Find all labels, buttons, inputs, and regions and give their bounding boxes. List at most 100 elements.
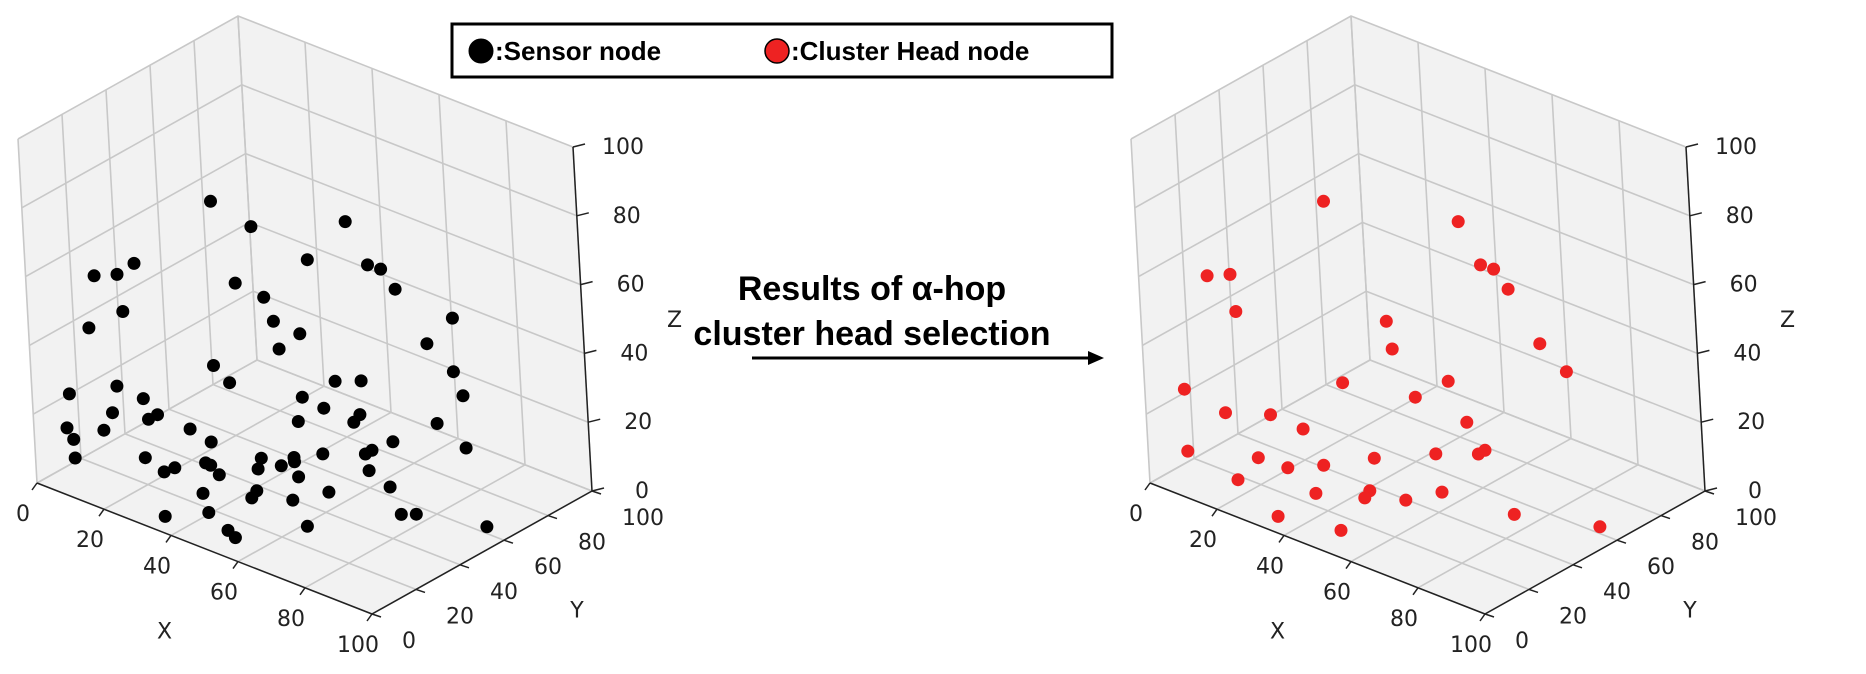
y-tick [1616, 539, 1627, 544]
data-point [1231, 473, 1245, 487]
data-point [446, 365, 460, 379]
gridline [1306, 40, 1662, 517]
data-point [361, 258, 374, 272]
data-point [1317, 194, 1330, 208]
x-tick [1144, 482, 1151, 491]
y-tick-label: 60 [534, 555, 562, 580]
data-point [1317, 458, 1331, 472]
data-point [60, 421, 74, 435]
y-tick [371, 613, 382, 618]
data-point [136, 392, 150, 406]
gridline [1174, 114, 1530, 591]
gridline [237, 15, 593, 492]
data-point [1471, 447, 1485, 461]
gridline [1218, 89, 1574, 566]
data-point [362, 464, 376, 478]
side-pane [1131, 16, 1370, 483]
data-point [1408, 390, 1422, 404]
y-tick-label: 60 [1647, 555, 1675, 580]
data-point [328, 374, 342, 388]
legend-sensor-marker [468, 38, 494, 64]
x-tick-label: 100 [1450, 633, 1492, 658]
x-tick-label: 0 [16, 502, 30, 527]
z-tick-label: 40 [1733, 341, 1761, 366]
gridline [105, 89, 461, 566]
back-pane [238, 16, 592, 491]
y-tick [1572, 564, 1583, 569]
data-point [291, 415, 305, 428]
y-tick [1660, 514, 1671, 520]
data-point [138, 451, 152, 465]
x-tick-label: 20 [1189, 528, 1217, 553]
z-tick-label: 80 [1726, 204, 1754, 229]
data-point [1200, 269, 1214, 283]
data-point [274, 459, 288, 473]
y-tick-label: 80 [578, 531, 606, 556]
data-point [1271, 509, 1285, 523]
x-tick [1479, 613, 1486, 622]
data-point [207, 359, 220, 372]
y-tick-label: 100 [622, 506, 664, 531]
gridline [149, 65, 505, 541]
data-point [266, 314, 280, 328]
y-axis-label: Y [569, 599, 584, 624]
gridline [193, 40, 549, 517]
gridline [17, 15, 574, 148]
data-point [1507, 507, 1521, 521]
data-point [1379, 314, 1393, 328]
z-tick [588, 418, 601, 423]
z-tick [1685, 143, 1699, 148]
data-point [106, 406, 119, 420]
legend-cluster-head-marker [764, 38, 790, 64]
back-pane [1351, 16, 1705, 491]
data-point [212, 468, 226, 482]
data-point [1487, 262, 1501, 276]
y-tick-label: 40 [1603, 580, 1631, 605]
y-tick [1484, 613, 1495, 618]
gridline [1130, 15, 1687, 148]
x-tick-label: 60 [210, 581, 238, 606]
z-tick [580, 280, 593, 286]
data-point [420, 337, 434, 351]
data-point [1474, 258, 1487, 272]
x-tick [366, 613, 373, 622]
y-tick-label: 20 [446, 604, 474, 629]
z-tick-label: 20 [624, 410, 652, 435]
data-point [223, 376, 237, 390]
data-point [338, 215, 352, 229]
x-tick-label: 60 [1323, 581, 1351, 606]
z-axis-line [572, 146, 593, 492]
x-tick-label: 20 [76, 528, 104, 553]
floor-pane [37, 360, 592, 614]
data-point [196, 486, 210, 500]
annotation-line-1: Results of α-hop [738, 270, 1006, 308]
z-tick-label: 100 [602, 135, 644, 160]
data-point [228, 531, 242, 545]
data-point [142, 412, 155, 426]
data-point [68, 451, 82, 465]
z-tick-label: 40 [620, 341, 648, 366]
y-tick-label: 0 [1515, 629, 1529, 654]
z-tick [1689, 212, 1702, 217]
data-point [288, 455, 301, 469]
data-point [199, 456, 213, 470]
data-point [1251, 451, 1265, 465]
data-point [116, 305, 130, 318]
z-tick-label: 60 [617, 273, 645, 298]
data-point [1399, 493, 1413, 507]
data-point [480, 520, 494, 534]
data-point [358, 447, 372, 461]
legend-sensor-label: :Sensor node [495, 36, 661, 66]
data-point [1358, 491, 1372, 505]
data-point [110, 379, 124, 393]
data-point [1501, 282, 1515, 296]
data-point [204, 194, 217, 208]
data-point [394, 507, 408, 521]
data-point [1281, 461, 1295, 475]
z-tick-label: 0 [1748, 479, 1762, 504]
legend-cluster-head-label: :Cluster Head node [791, 36, 1029, 66]
data-point [300, 253, 314, 267]
data-point [158, 509, 172, 523]
